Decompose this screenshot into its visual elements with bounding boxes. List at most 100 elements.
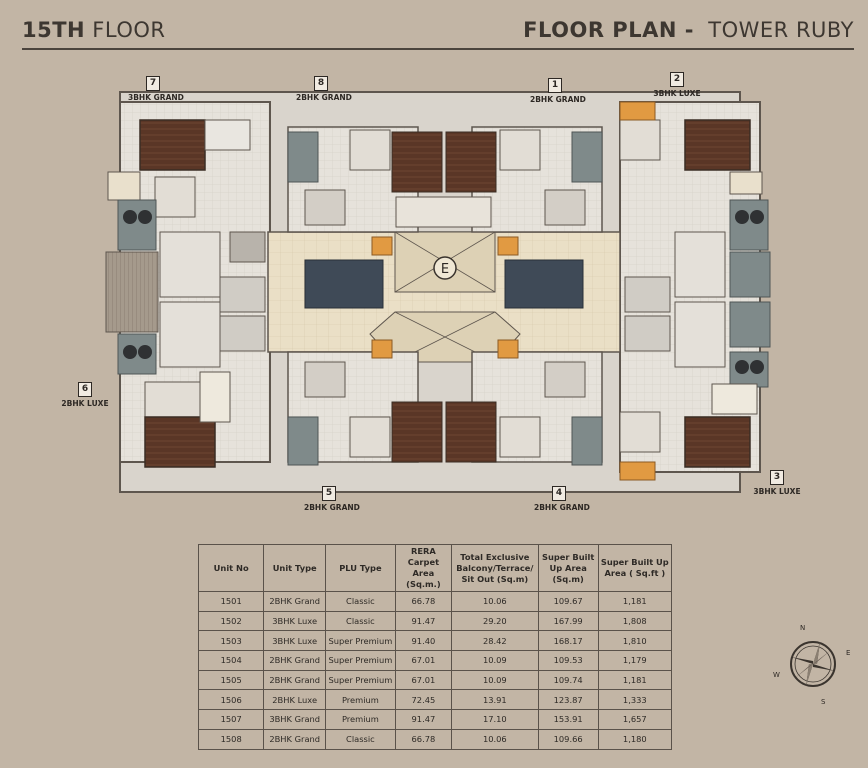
cell-unit-type: 3BHK Luxe xyxy=(263,610,327,632)
cell-super-built-sqft: 1,181 xyxy=(597,591,673,612)
compass-east-label: E xyxy=(846,649,850,657)
unit-number: 6 xyxy=(78,382,92,397)
cell-super-built-sqft: 1,179 xyxy=(597,650,673,671)
table-row: 1507 3BHK Grand Premium 91.47 17.10 153.… xyxy=(197,709,673,730)
cell-super-built-sqft: 1,808 xyxy=(597,610,673,632)
cell-unit-no: 1501 xyxy=(197,591,265,612)
cell-rera-area: 91.47 xyxy=(394,709,453,730)
col-header-plu-type: PLU Type xyxy=(325,544,396,592)
unit-label-3: 3 3BHK LUXE xyxy=(752,470,802,496)
header-divider xyxy=(22,48,854,50)
unit-number: 5 xyxy=(322,486,336,501)
compass-west-label: W xyxy=(773,671,780,679)
cell-unit-no: 1505 xyxy=(197,669,265,691)
floor-title-rest: FLOOR xyxy=(85,18,166,42)
floor-plan: E xyxy=(61,72,801,520)
table-row: 1506 2BHK Luxe Premium 72.45 13.91 123.8… xyxy=(197,689,673,711)
central-core: E xyxy=(267,231,621,363)
wing-bottom xyxy=(287,339,603,466)
cell-super-built-sqm: 123.87 xyxy=(537,689,599,711)
unit-type: 2BHK GRAND xyxy=(534,503,590,512)
floor-title: 15TH FLOOR xyxy=(22,18,165,42)
cell-unit-type: 2BHK Luxe xyxy=(263,689,327,711)
unit-label-4: 4 2BHK GRAND xyxy=(534,486,590,512)
compass-north-label: N xyxy=(800,624,805,632)
cell-unit-no: 1508 xyxy=(197,728,265,750)
unit-type: 2BHK LUXE xyxy=(61,399,109,408)
cell-super-built-sqft: 1,333 xyxy=(597,689,673,711)
unit-number: 1 xyxy=(548,78,562,93)
unit-label-1: 1 2BHK GRAND xyxy=(530,78,586,104)
unit-type: 2BHK GRAND xyxy=(296,93,352,102)
cell-rera-area: 66.78 xyxy=(394,728,453,750)
col-header-unit-no: Unit No xyxy=(197,544,265,592)
cell-plu-type: Super Premium xyxy=(325,630,396,652)
col-header-balcony-area: Total Exclusive Balcony/Terrace/ Sit Out… xyxy=(451,544,539,592)
cell-unit-type: 2BHK Grand xyxy=(263,728,327,750)
cell-super-built-sqm: 168.17 xyxy=(537,630,599,652)
compass-south-label: S xyxy=(821,698,826,706)
cell-super-built-sqft: 1,810 xyxy=(597,630,673,652)
unit-number: 7 xyxy=(146,76,160,91)
cell-rera-area: 66.78 xyxy=(394,591,453,612)
cell-unit-type: 3BHK Grand xyxy=(263,709,327,730)
plan-title: FLOOR PLAN - TOWER RUBY xyxy=(523,18,854,42)
unit-type: 3BHK LUXE xyxy=(653,89,701,98)
cell-super-built-sqm: 109.53 xyxy=(537,650,599,671)
compass-rose-icon: N E S W xyxy=(773,624,850,706)
cell-plu-type: Super Premium xyxy=(325,669,396,691)
wing-right xyxy=(619,101,771,481)
cell-balcony-area: 10.06 xyxy=(451,591,539,612)
table-header-row: Unit No Unit Type PLU Type RERA Carpet A… xyxy=(197,544,673,592)
cell-rera-area: 72.45 xyxy=(394,689,453,711)
unit-number: 2 xyxy=(670,72,684,87)
cell-super-built-sqm: 109.74 xyxy=(537,669,599,691)
cell-plu-type: Super Premium xyxy=(325,650,396,671)
cell-super-built-sqft: 1,181 xyxy=(597,669,673,691)
col-header-unit-type: Unit Type xyxy=(263,544,327,592)
cell-balcony-area: 10.09 xyxy=(451,669,539,691)
cell-unit-no: 1503 xyxy=(197,630,265,652)
cell-super-built-sqm: 167.99 xyxy=(537,610,599,632)
plan-title-bold: FLOOR PLAN - xyxy=(523,18,694,42)
table-row: 1503 3BHK Luxe Super Premium 91.40 28.42… xyxy=(197,630,673,652)
area-table-container: Unit No Unit Type PLU Type RERA Carpet A… xyxy=(197,544,673,750)
cell-super-built-sqm: 109.67 xyxy=(537,591,599,612)
col-header-rera-area: RERA Carpet Area (Sq.m.) xyxy=(394,544,453,592)
cell-plu-type: Classic xyxy=(325,591,396,612)
cell-balcony-area: 13.91 xyxy=(451,689,539,711)
table-row: 1505 2BHK Grand Super Premium 67.01 10.0… xyxy=(197,669,673,691)
cell-balcony-area: 10.06 xyxy=(451,728,539,750)
cell-super-built-sqm: 153.91 xyxy=(537,709,599,730)
cell-super-built-sqm: 109.66 xyxy=(537,728,599,750)
cell-unit-type: 2BHK Grand xyxy=(263,650,327,671)
cell-plu-type: Classic xyxy=(325,728,396,750)
plan-title-rest: TOWER RUBY xyxy=(693,18,854,42)
unit-number: 8 xyxy=(314,76,328,91)
cell-balcony-area: 10.09 xyxy=(451,650,539,671)
unit-type: 3BHK GRAND xyxy=(128,93,184,102)
cell-unit-no: 1502 xyxy=(197,610,265,632)
unit-label-6: 6 2BHK LUXE xyxy=(60,382,110,408)
cell-unit-no: 1504 xyxy=(197,650,265,671)
wing-top xyxy=(287,126,603,256)
area-table: Unit No Unit Type PLU Type RERA Carpet A… xyxy=(197,544,673,750)
unit-type: 2BHK GRAND xyxy=(530,95,586,104)
compass-icon: N E S W xyxy=(773,622,853,706)
wing-left xyxy=(105,101,271,468)
cell-rera-area: 67.01 xyxy=(394,669,453,691)
unit-label-8: 8 2BHK GRAND xyxy=(296,76,352,102)
cell-super-built-sqft: 1,180 xyxy=(597,728,673,750)
cell-unit-type: 2BHK Grand xyxy=(263,669,327,691)
cell-rera-area: 91.47 xyxy=(394,610,453,632)
unit-label-5: 5 2BHK GRAND xyxy=(304,486,360,512)
cell-plu-type: Premium xyxy=(325,709,396,730)
cell-super-built-sqft: 1,657 xyxy=(597,709,673,730)
col-header-super-built-sqm: Super Built Up Area (Sq.m) xyxy=(537,544,599,592)
cell-rera-area: 67.01 xyxy=(394,650,453,671)
cell-unit-type: 2BHK Grand xyxy=(263,591,327,612)
col-header-super-built-sqft: Super Built Up Area ( Sq.ft ) xyxy=(597,544,673,592)
cell-unit-no: 1507 xyxy=(197,709,265,730)
page-header: 15TH FLOOR FLOOR PLAN - TOWER RUBY xyxy=(0,0,868,52)
unit-number: 4 xyxy=(552,486,566,501)
